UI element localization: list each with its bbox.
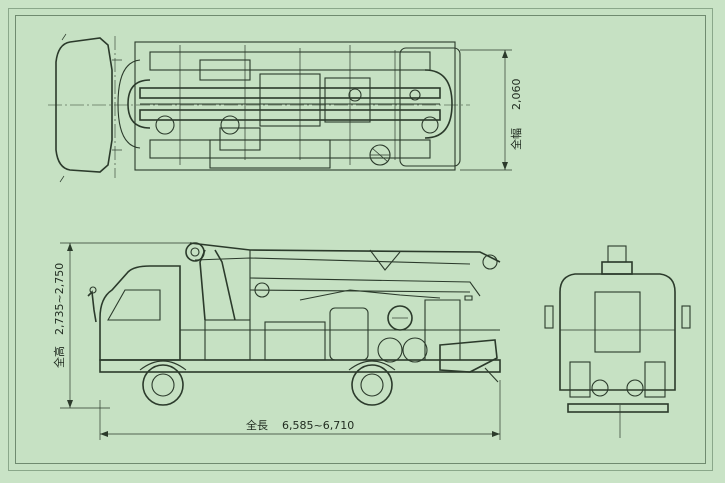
side-view: [60, 242, 501, 440]
front-view: [544, 245, 691, 438]
length-label: 全長: [246, 418, 268, 432]
height-value: 2,735~2,750: [53, 263, 66, 335]
plan-view: [48, 33, 512, 183]
drawing-frame: [15, 15, 706, 464]
width-value: 2,060: [510, 79, 523, 111]
height-label: 全高: [52, 346, 66, 368]
length-value: 6,585~6,710: [282, 419, 354, 432]
drawing-sheet: [8, 8, 713, 471]
width-label: 全幅: [509, 128, 523, 150]
